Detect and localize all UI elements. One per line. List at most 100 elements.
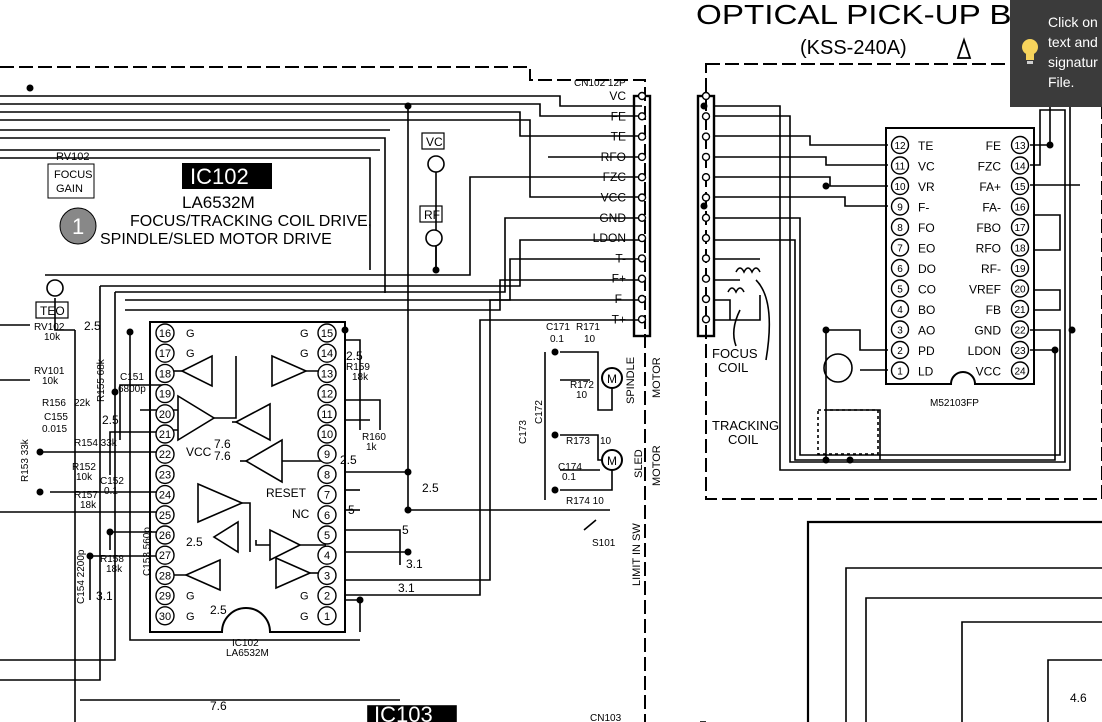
ic102-pin-number: 27 <box>159 550 171 562</box>
c155-label: C155 <box>44 412 68 423</box>
volt-7-6: 7.6 <box>210 699 227 713</box>
ic102-pin-circle <box>317 363 337 384</box>
ic102-ground-label: G <box>186 348 195 360</box>
component-labels: 10k RV101 10k RV102 R155 68k C151 6800p … <box>20 322 616 604</box>
m52103-pin-label: F- <box>918 201 929 215</box>
connector-pin-label: T- <box>615 251 626 265</box>
ic102-pin-number: 12 <box>321 389 333 401</box>
ic102-pin-number: 25 <box>159 510 171 522</box>
c151-value: 6800p <box>118 384 146 395</box>
volt-4-6: 4.6 <box>1070 691 1087 705</box>
connector-pin <box>637 91 647 101</box>
connector-pin-label: RFO <box>601 150 626 164</box>
ic102-ground-label: G <box>186 328 195 340</box>
volt-2-5-d: 2.5 <box>340 453 357 467</box>
volt-3-1-b: 3.1 <box>398 581 415 595</box>
ic102-ground-label: G <box>300 591 309 603</box>
connector-pin-right <box>701 132 711 141</box>
connector-pin <box>637 315 647 324</box>
volt-2-5-g: 2.5 <box>210 603 227 617</box>
m52103-pin-label: FA+ <box>979 180 1001 194</box>
m52103-pin-circle <box>1010 340 1030 360</box>
connector-pin-label: FZC <box>603 170 627 184</box>
m52103-pin-label: FA- <box>982 201 1001 215</box>
m52103-pin-circle <box>890 197 910 216</box>
m52103-pin-label: VC <box>918 160 935 174</box>
tooltip-popup[interactable]: Click on text and signatur File. <box>1010 0 1102 107</box>
ic102-pin-circle <box>155 525 175 545</box>
r158-value: 18k <box>106 564 123 575</box>
c152-value: 0.1 <box>104 486 118 497</box>
ic102-nc: NC <box>292 507 310 521</box>
m52103-pin-circle <box>1010 135 1030 155</box>
connector-pin-label: VC <box>609 89 626 103</box>
m52103-pin-label: RF- <box>981 262 1001 276</box>
ic102-pin-number: 24 <box>159 490 171 502</box>
ic102-pin-circle <box>317 565 337 586</box>
lightbulb-icon <box>1022 39 1038 64</box>
connector-bottom: CN103 <box>590 713 622 722</box>
rv102-label2: GAIN <box>56 183 83 195</box>
ic102-vcc-volt2: 7.6 <box>214 449 231 463</box>
m52103-pin-circle <box>1010 197 1030 216</box>
m52103-pin-circle <box>1010 238 1030 257</box>
connector-pin <box>637 254 647 263</box>
m52103-pin-circle <box>1010 176 1030 196</box>
ic102-pin-number: 13 <box>321 368 333 380</box>
r152-label: R152 <box>72 462 96 473</box>
spindle-label: SPINDLE <box>625 357 637 404</box>
ic102-pin-circle <box>317 606 337 626</box>
ic102-pin-number: 14 <box>321 348 333 360</box>
r160-value: 1k <box>366 442 378 453</box>
rv102-ref-2: RV102 <box>34 322 65 333</box>
connector-pin-right <box>701 315 711 324</box>
m52103-pin-circle <box>890 135 910 155</box>
ic102-ground-label: G <box>300 348 309 360</box>
connector-pin <box>637 274 647 283</box>
connector-pin-right <box>701 213 711 223</box>
m52103-pin-label: BO <box>918 303 935 317</box>
focus-coil-label-1: FOCUS <box>712 346 758 361</box>
test-point-rf-label: RF <box>424 208 440 222</box>
m52103-pin-number: 11 <box>895 162 906 173</box>
block-model: (KSS-240A) <box>800 37 907 59</box>
ic102-pin-number: 23 <box>159 469 171 481</box>
ic102-pin-number: 3 <box>324 570 330 582</box>
m52103-pin-number: 15 <box>1014 182 1026 193</box>
r157-label: R157 <box>74 490 98 501</box>
volt-2-5-e: 2.5 <box>422 481 439 495</box>
rv101-ref: RV101 <box>34 366 65 377</box>
r158-label: R158 <box>100 554 124 565</box>
volt-2-5-a: 2.5 <box>84 319 101 333</box>
ic102-pin-circle <box>317 424 337 444</box>
m52103-pin-number: 9 <box>897 203 903 214</box>
ic102-ground-label: G <box>186 611 195 623</box>
test-point-vc <box>427 155 445 173</box>
connector-pin-label: F- <box>615 292 626 306</box>
m52103-pin-label: FB <box>986 303 1001 317</box>
sled-motor-label: MOTOR <box>651 445 663 486</box>
m52103-pin-label: VREF <box>969 283 1001 297</box>
step-number-badge <box>59 207 97 245</box>
c173-label: C173 <box>518 420 529 444</box>
m52103-pin-label: FZC <box>978 160 1002 174</box>
c174-value: 0.1 <box>562 472 576 483</box>
ic102-pin-circle <box>155 505 175 525</box>
ic102-pin-circle <box>317 404 337 424</box>
c151-label: C151 <box>120 372 144 383</box>
r160-label: R160 <box>362 432 386 443</box>
ic102-pin-number: 22 <box>159 449 171 461</box>
c172-label: C172 <box>534 400 545 424</box>
m52103-pin-number: 13 <box>1014 141 1026 152</box>
m52103-pin-number: 17 <box>1014 223 1026 234</box>
ic102-pin-circle <box>155 424 175 444</box>
r156-label: R156 <box>42 398 66 409</box>
m52103-pin-number: 24 <box>1014 367 1026 378</box>
ic102-pin-circle <box>317 323 337 343</box>
teo-test-point <box>46 279 64 297</box>
ic102-pin-circle <box>155 404 175 424</box>
ic102-pin-circle <box>155 323 175 343</box>
